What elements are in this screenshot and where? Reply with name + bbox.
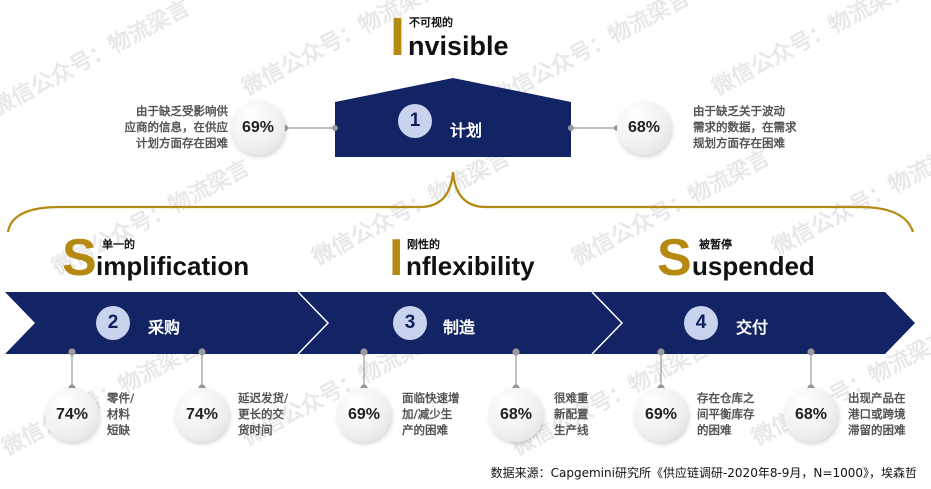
description-line: 出现产品在 [848,391,906,405]
connector-dot [807,348,815,356]
header-chinese-label: 不可视的 [409,16,453,29]
chevron-divider [591,291,624,355]
procurement-item-2-percent: 74% [175,388,229,442]
delivery-item-1-description: 存在仓库之 间平衡库存 的困难 [697,390,777,438]
description-line: 材料 [107,407,130,421]
description-line: 产的困难 [402,423,448,437]
plan-left-description: 由于缺乏受影响供 应商的信息，在供应 计划方面存在困难 [80,103,229,151]
manufacturing-label: 制造 [443,318,476,337]
description-line: 由于缺乏受影响供 [136,104,228,118]
description-line: 很难重 [554,391,589,405]
description-line: 滞留的困难 [848,423,906,437]
heading-initial-letter: S [62,229,97,287]
procurement-item-2-description: 延迟发货/ 更长的交 货时间 [238,390,318,438]
description-line: 面临快速增 [402,391,460,405]
plan-right-percent: 68% [617,101,671,155]
connector-dot [332,125,338,131]
header-initial-letter: I [390,7,406,67]
description-line: 规划方面存在困难 [693,136,785,150]
description-line: 由于缺乏关于波动 [693,104,785,118]
plan-right-description: 由于缺乏关于波动 需求的数据，在需求 规划方面存在困难 [693,103,841,151]
description-line: 的困难 [697,423,732,437]
delivery-item-2-percent: 68% [784,388,838,442]
source-note: 数据来源：Capgemini研究所《供应链调研-2020年8-9月，N=1000… [490,466,917,480]
procurement-item-1-percent: 74% [45,388,99,442]
delivery-number-badge: 4 [684,306,718,340]
plan-number-badge: 1 [398,104,432,138]
heading-chinese-label: 刚性的 [407,238,440,251]
delivery-item-2-description: 出现产品在 港口或跨境 滞留的困难 [848,390,928,438]
description-line: 存在仓库之 [697,391,755,405]
manufacturing-item-1-description: 面临快速增 加/减少生 产的困难 [402,390,482,438]
chevron-manufacturing [298,292,622,354]
description-line: 新配置 [554,407,589,421]
procurement-number-badge: 2 [96,306,130,340]
heading-chinese-label: 单一的 [102,238,135,251]
connector-dot [657,348,665,356]
heading-chinese-label: 被暂停 [699,238,732,251]
connector-dot [68,348,76,356]
chevron-delivery [592,292,915,354]
heading-initial-letter: I [389,229,404,287]
description-line: 货时间 [238,423,273,437]
description-line: 零件/ [107,391,135,405]
description-line: 更长的交 [238,407,284,421]
description-line: 延迟发货/ [238,391,289,405]
manufacturing-number-badge: 3 [393,306,427,340]
description-line: 需求的数据，在需求 [693,120,797,134]
connector-dot [512,348,520,356]
chevron-divider [297,291,330,355]
plan-label: 计划 [450,121,483,140]
heading-word: implification [96,251,250,281]
manufacturing-item-2-percent: 68% [489,388,543,442]
gold-brace [6,171,915,233]
description-line: 加/减少生 [402,407,453,421]
description-line: 生产线 [554,423,589,437]
delivery-item-1-percent: 69% [634,388,688,442]
description-line: 港口或跨境 [848,407,906,421]
header-word: nvisible [408,31,509,61]
procurement-item-1-description: 零件/ 材料 短缺 [107,390,167,438]
heading-word: nflexibility [406,251,535,281]
description-line: 计划方面存在困难 [136,136,228,150]
connector-dot [198,348,206,356]
description-line: 间平衡库存 [697,407,755,421]
plan-left-percent: 69% [231,101,285,155]
description-line: 短缺 [107,423,130,437]
delivery-label: 交付 [736,318,769,337]
description-line: 应商的信息，在供应 [124,120,229,134]
manufacturing-item-1-percent: 69% [337,388,391,442]
connector-dot [568,125,574,131]
manufacturing-item-2-description: 很难重 新配置 生产线 [554,390,614,438]
heading-word: uspended [692,251,815,281]
plan-house-shape [335,78,571,157]
connector-dot [360,348,368,356]
chevron-procurement [5,292,328,354]
procurement-label: 采购 [148,318,181,337]
heading-initial-letter: S [657,229,692,287]
